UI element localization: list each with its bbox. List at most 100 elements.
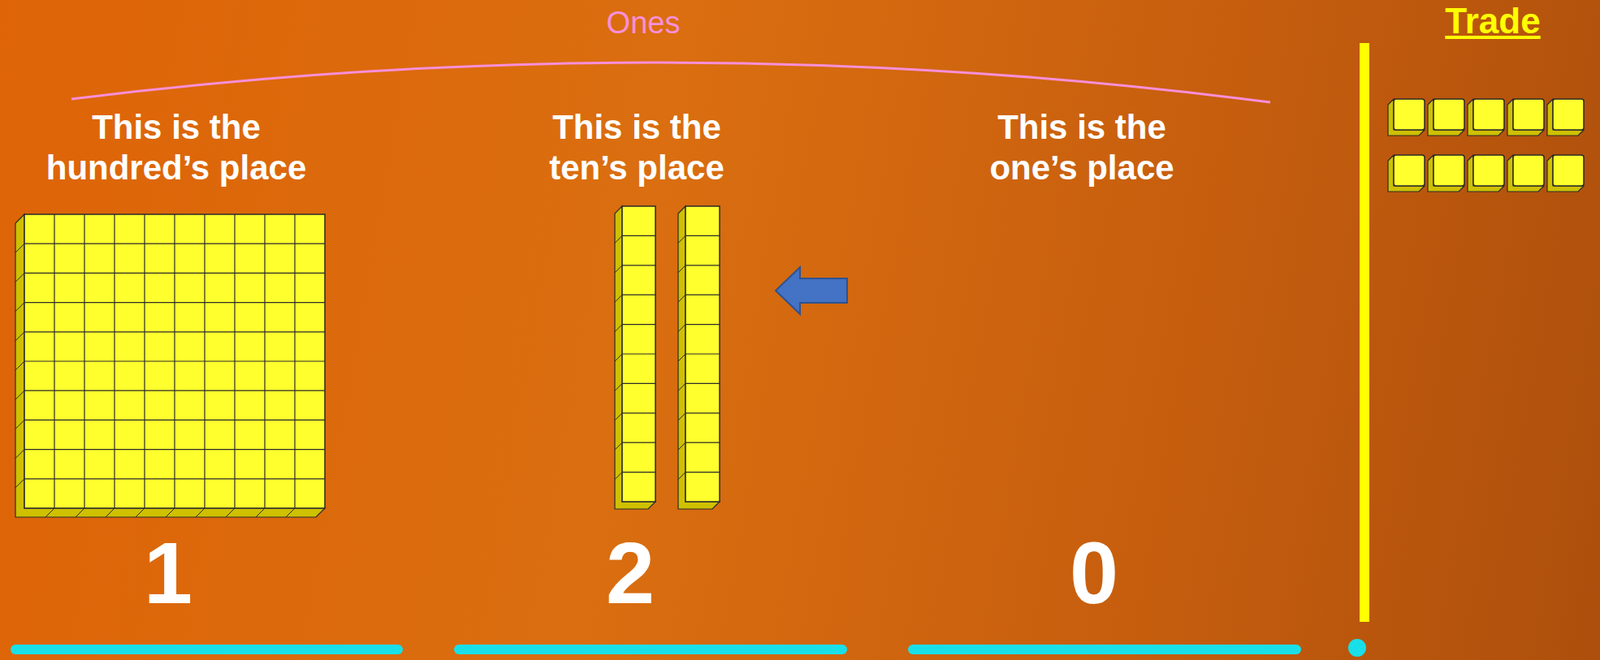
unit-cube (1388, 99, 1425, 136)
unit-cube (1507, 99, 1544, 136)
grid-line (622, 353, 656, 355)
grid-line (678, 383, 686, 391)
unit-cube (1547, 155, 1584, 192)
grid-line (15, 243, 25, 253)
grid-line (24, 478, 325, 480)
cube-side (1427, 155, 1465, 192)
unit-cube (1507, 155, 1544, 192)
rod-side (678, 206, 720, 510)
cube-side (1547, 99, 1584, 136)
grid-line (685, 235, 720, 237)
grid-line (614, 442, 623, 450)
grid-line (622, 294, 656, 296)
grid-line (203, 214, 205, 509)
grid-line (678, 324, 686, 333)
unit-cube (1388, 155, 1425, 192)
grid-line (614, 354, 623, 362)
cube-face (1513, 155, 1544, 186)
grid-line (622, 383, 656, 385)
grid-line (614, 324, 623, 333)
grid-line (622, 442, 656, 444)
grid-line (255, 508, 265, 518)
grid-line (678, 265, 686, 273)
grid-line (285, 508, 295, 518)
grid-line (195, 508, 205, 518)
grid-line (263, 214, 265, 509)
cube-face (1473, 99, 1505, 130)
decimal-dot (1348, 639, 1367, 658)
ten-rod (678, 206, 720, 510)
grid-line (294, 214, 295, 509)
unit-cube (1427, 155, 1465, 192)
cube-side (1507, 155, 1544, 192)
bracket-label: Ones (562, 7, 725, 39)
grid-line (614, 383, 623, 391)
cube-side (1388, 99, 1425, 136)
rod-face (622, 206, 656, 502)
grid-line (685, 264, 720, 266)
grid-line (15, 419, 25, 429)
grid-line (678, 442, 686, 450)
grid-line (685, 324, 720, 325)
grid-line (614, 235, 623, 243)
grid-line (678, 472, 686, 480)
cube-face (1552, 155, 1584, 186)
grid-line (678, 294, 686, 303)
ten-rod (614, 206, 656, 510)
grid-line (75, 508, 85, 518)
place-heading: This is the ten’s place (514, 107, 759, 189)
grid-line (678, 413, 686, 421)
grid-line (685, 471, 720, 473)
grid-line (24, 449, 325, 450)
unit-cube (1427, 99, 1465, 136)
flat-face (24, 214, 325, 509)
unit-cube (1467, 99, 1505, 136)
place-heading: This is the hundred’s place (17, 107, 335, 189)
grid-line (685, 412, 720, 414)
rod-face (685, 206, 720, 502)
trade-label: Trade (1403, 1, 1583, 41)
cube-face (1433, 155, 1465, 186)
grid-line (15, 302, 25, 312)
grid-line (15, 361, 25, 371)
left-arrow (775, 267, 848, 315)
grid-line (614, 472, 623, 480)
cube-side (1467, 99, 1505, 136)
grid-line (622, 324, 656, 325)
tens-bar (454, 644, 848, 655)
grid-line (15, 479, 25, 489)
grid-line (24, 390, 325, 392)
grid-line (24, 360, 325, 362)
digit: 0 (1029, 529, 1159, 618)
grid-line (614, 413, 623, 421)
grid-line (678, 235, 686, 243)
cube-face (1473, 155, 1505, 186)
grid-line (622, 235, 656, 237)
hundred-flat (15, 214, 325, 518)
place-heading: This is the one’s place (960, 107, 1204, 189)
cube-side (1547, 155, 1584, 192)
grid-line (622, 264, 656, 266)
digit: 1 (103, 529, 234, 618)
cube-side (1427, 99, 1465, 136)
unit-cube (1467, 155, 1505, 192)
grid-line (685, 294, 720, 296)
grid-line (135, 508, 145, 518)
ones-bracket (71, 62, 1271, 103)
grid-line (614, 265, 623, 273)
grid-line (15, 390, 25, 400)
grid-line (45, 508, 55, 518)
flat-side (15, 214, 325, 518)
grid-line (225, 508, 235, 518)
grid-line (614, 294, 623, 303)
digit: 2 (565, 529, 696, 618)
unit-cube (1547, 99, 1584, 136)
grid-line (622, 412, 656, 414)
grid-line (15, 272, 25, 282)
divider-line (1359, 43, 1370, 623)
grid-line (685, 383, 720, 385)
cube-face (1433, 99, 1465, 130)
cube-face (1393, 155, 1425, 186)
